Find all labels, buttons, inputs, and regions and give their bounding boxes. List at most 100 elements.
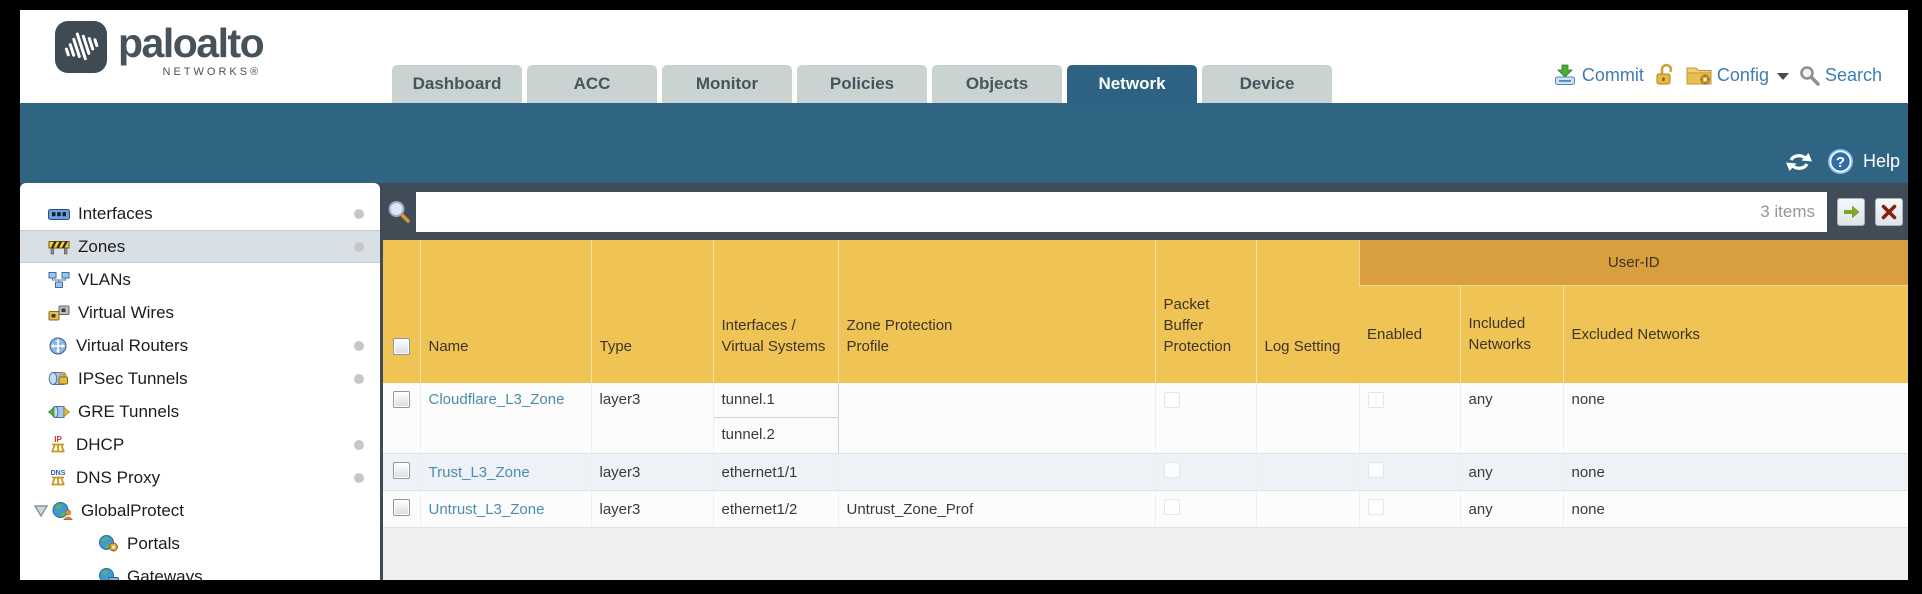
zone-protection-profile-cell bbox=[838, 453, 1156, 491]
tab-policies[interactable]: Policies bbox=[797, 65, 927, 103]
sidebar-item-globalprotect[interactable]: GlobalProtect bbox=[20, 494, 380, 527]
column-header-type[interactable]: Type bbox=[590, 240, 713, 383]
zone-protection-profile-cell: Untrust_Zone_Prof bbox=[838, 490, 1156, 528]
zones-main-panel: 3 items bbox=[383, 183, 1908, 580]
sidebar-item-gre-tunnels[interactable]: GRE Tunnels bbox=[20, 395, 380, 428]
apply-filter-button[interactable] bbox=[1837, 197, 1865, 226]
help-label: Help bbox=[1862, 151, 1900, 171]
config-menu[interactable]: Config bbox=[1686, 64, 1789, 86]
sub-header-bar: ? Help bbox=[20, 103, 1908, 183]
item-count: 3 items bbox=[1760, 201, 1815, 221]
row-checkbox[interactable] bbox=[392, 391, 410, 408]
config-label: Config bbox=[1716, 64, 1769, 85]
included-networks-cell: any bbox=[1460, 383, 1564, 454]
status-dot bbox=[354, 242, 364, 252]
row-checkbox[interactable] bbox=[392, 498, 410, 516]
table-row: Trust_L3_Zone layer3 ethernet1/1 any non… bbox=[383, 453, 1908, 491]
tab-network[interactable]: Network bbox=[1067, 65, 1197, 103]
unlock-icon[interactable] bbox=[1654, 63, 1676, 87]
refresh-icon[interactable] bbox=[1785, 150, 1813, 174]
column-header-enabled[interactable]: Enabled bbox=[1359, 285, 1460, 383]
user-id-enabled-checkbox[interactable] bbox=[1367, 462, 1384, 478]
zones-table: Name Type Interfaces / Virtual Systems Z… bbox=[383, 240, 1908, 528]
zone-interfaces-cell: ethernet1/1 bbox=[713, 453, 839, 491]
brand-name: paloalto bbox=[118, 20, 265, 66]
tab-acc[interactable]: ACC bbox=[527, 65, 657, 103]
column-header-excluded-networks[interactable]: Excluded Networks bbox=[1562, 285, 1908, 383]
commit-label: Commit bbox=[1581, 64, 1644, 85]
sidebar-item-virtual-routers[interactable]: Virtual Routers bbox=[20, 329, 380, 362]
status-dot bbox=[354, 374, 364, 384]
zone-name-link[interactable]: Trust_L3_Zone bbox=[428, 463, 530, 481]
commit-button[interactable]: Commit bbox=[1553, 63, 1644, 87]
filter-input[interactable]: 3 items bbox=[416, 191, 1827, 232]
packet-buffer-protection-cell bbox=[1155, 453, 1257, 491]
sidebar-item-zones[interactable]: Zones bbox=[20, 230, 380, 263]
packet-buffer-checkbox[interactable] bbox=[1163, 499, 1180, 515]
packet-buffer-checkbox[interactable] bbox=[1163, 392, 1180, 408]
dns-proxy-icon: DNS bbox=[51, 470, 66, 486]
interface-item: tunnel.2 bbox=[721, 426, 775, 443]
sidebar-item-portals[interactable]: Portals bbox=[20, 527, 380, 560]
column-group-user-id: User-ID bbox=[1358, 240, 1908, 286]
user-id-enabled-cell bbox=[1359, 383, 1461, 454]
help-button[interactable]: ? Help bbox=[1827, 148, 1900, 175]
gre-tunnels-icon bbox=[48, 405, 70, 418]
column-header-interfaces[interactable]: Interfaces / Virtual Systems bbox=[712, 240, 838, 383]
zone-type-cell: layer3 bbox=[591, 490, 714, 528]
help-icon: ? bbox=[1827, 149, 1853, 174]
sidebar-item-dhcp[interactable]: IP DHCP bbox=[20, 428, 380, 461]
column-header-name[interactable]: Name bbox=[419, 240, 591, 383]
sidebar-item-dns-proxy[interactable]: DNS DNS Proxy bbox=[20, 461, 380, 494]
filter-search-icon bbox=[388, 200, 410, 223]
tab-objects[interactable]: Objects bbox=[932, 65, 1062, 103]
user-id-enabled-checkbox[interactable] bbox=[1367, 499, 1384, 515]
select-all-checkbox[interactable] bbox=[392, 338, 410, 355]
svg-text:?: ? bbox=[1836, 154, 1845, 171]
user-id-enabled-cell bbox=[1359, 490, 1461, 528]
gateways-icon bbox=[99, 568, 119, 580]
status-dot bbox=[354, 473, 364, 483]
excluded-networks-cell: none bbox=[1563, 453, 1908, 491]
column-header-included-networks[interactable]: Included Networks bbox=[1459, 285, 1563, 383]
included-networks-cell: any bbox=[1460, 490, 1564, 528]
app-header: paloalto NETWORKS® Dashboard ACC Monitor… bbox=[20, 10, 1908, 103]
zone-interfaces-cell: ethernet1/2 bbox=[713, 490, 839, 528]
search-button[interactable]: Search bbox=[1799, 65, 1882, 86]
virtual-wires-icon bbox=[48, 305, 70, 320]
included-networks-cell: any bbox=[1460, 453, 1564, 491]
sidebar-item-vlans[interactable]: VLANs bbox=[20, 263, 380, 296]
virtual-routers-icon bbox=[49, 337, 67, 354]
column-header-log-setting[interactable]: Log Setting bbox=[1255, 240, 1359, 383]
tab-device[interactable]: Device bbox=[1202, 65, 1332, 103]
user-id-enabled-checkbox[interactable] bbox=[1367, 392, 1384, 408]
row-checkbox[interactable] bbox=[392, 461, 410, 479]
expander-triangle-icon[interactable] bbox=[34, 504, 48, 517]
vlans-icon bbox=[48, 271, 70, 288]
tab-dashboard[interactable]: Dashboard bbox=[392, 65, 522, 103]
packet-buffer-protection-cell bbox=[1155, 490, 1257, 528]
packet-buffer-checkbox[interactable] bbox=[1163, 462, 1180, 478]
tab-monitor[interactable]: Monitor bbox=[662, 65, 792, 103]
sidebar-item-virtual-wires[interactable]: Virtual Wires bbox=[20, 296, 380, 329]
zone-name-link[interactable]: Untrust_L3_Zone bbox=[428, 500, 545, 518]
status-dot bbox=[354, 209, 364, 219]
column-header-zone-protection-profile[interactable]: Zone Protection Profile bbox=[837, 240, 1155, 383]
sidebar-item-gateways[interactable]: Gateways bbox=[20, 560, 380, 580]
header-utilities: Commit Config bbox=[1553, 63, 1882, 87]
clear-filter-button[interactable] bbox=[1875, 197, 1903, 226]
table-empty-space bbox=[383, 528, 1908, 580]
excluded-networks-cell: none bbox=[1563, 383, 1908, 454]
brand-subtitle: NETWORKS® bbox=[162, 66, 262, 78]
column-header-packet-buffer-protection[interactable]: Packet Buffer Protection bbox=[1154, 240, 1256, 383]
zones-icon bbox=[48, 240, 70, 254]
paloalto-logo: paloalto NETWORKS® bbox=[54, 20, 265, 78]
zone-name-link[interactable]: Cloudflare_L3_Zone bbox=[428, 391, 565, 408]
packet-buffer-protection-cell bbox=[1155, 383, 1257, 454]
sidebar-item-interfaces[interactable]: Interfaces bbox=[20, 197, 380, 230]
zone-protection-profile-cell bbox=[838, 383, 1156, 454]
ipsec-tunnels-icon bbox=[48, 371, 68, 385]
close-icon bbox=[1881, 204, 1897, 219]
sidebar-item-ipsec-tunnels[interactable]: IPSec Tunnels bbox=[20, 362, 380, 395]
interfaces-icon bbox=[48, 208, 70, 220]
